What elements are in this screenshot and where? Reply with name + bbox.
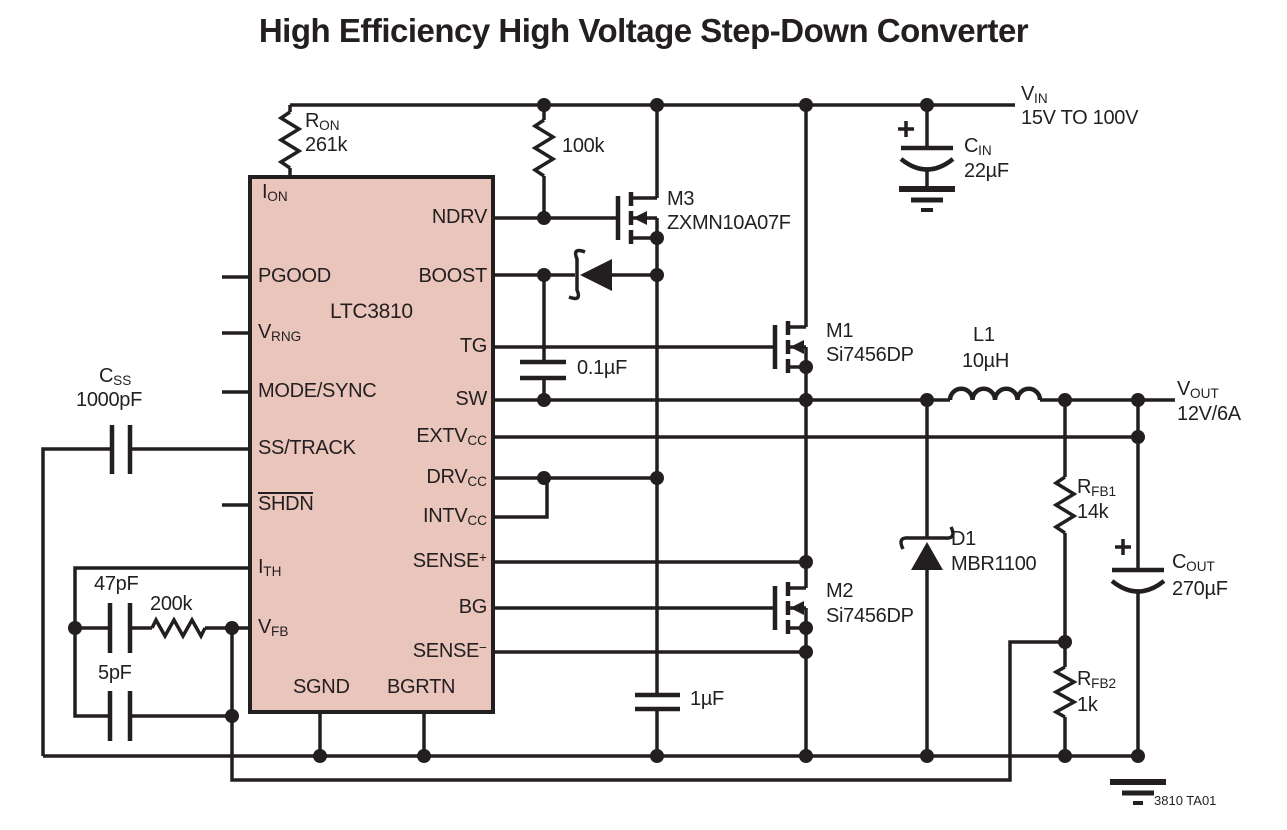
c5pf-value: 5pF <box>98 662 132 684</box>
cout-value: 270µF <box>1172 578 1228 600</box>
vout-rating: 12V/6A <box>1177 403 1241 425</box>
capacitor-css <box>109 425 133 474</box>
pin-bg: BG <box>458 596 488 618</box>
diode-d1 <box>899 526 955 570</box>
m2-part: Si7456DP <box>826 605 914 627</box>
c1uf-value: 1µF <box>690 688 724 710</box>
r200k-value: 200k <box>150 593 193 615</box>
pin-sense-plus: SENSE+ <box>412 549 487 572</box>
plus-sign-cout <box>1115 539 1131 555</box>
m3-part: ZXMN10A07F <box>667 212 791 234</box>
rfb2-label: RFB2 <box>1077 668 1117 691</box>
css-value: 1000pF <box>76 389 143 411</box>
vin-range: 15V TO 100V <box>1021 107 1139 129</box>
junction-dots <box>68 98 1145 763</box>
inductor-l1 <box>947 386 1043 401</box>
ic-name: LTC3810 <box>330 300 413 323</box>
pin-sw: SW <box>455 388 487 410</box>
d1-part: MBR1100 <box>951 553 1037 575</box>
capacitor-1uf <box>635 692 680 712</box>
capacitor-cout <box>1110 539 1166 594</box>
capacitor-cin <box>898 121 955 172</box>
schematic-title: High Efficiency High Voltage Step-Down C… <box>258 12 1029 49</box>
rfb1-value: 14k <box>1077 501 1109 523</box>
cboost-value: 0.1µF <box>577 357 628 379</box>
ground-symbol-cin <box>899 186 955 212</box>
pin-ion: ION <box>262 181 288 204</box>
diode-boost <box>568 248 612 301</box>
resistor-rfb1 <box>1052 475 1078 535</box>
m1-label: M1 <box>826 320 854 342</box>
l1-label: L1 <box>973 324 995 346</box>
intvcc-wire <box>493 478 549 519</box>
resistor-200k <box>150 616 207 640</box>
pin-drvcc: DRVCC <box>426 466 487 489</box>
pin-extvcc: EXTVCC <box>416 425 487 448</box>
pin-bgrtn: BGRTN <box>387 676 456 698</box>
pin-tg: TG <box>459 335 487 357</box>
ic-body <box>248 175 495 714</box>
pin-modesync: MODE/SYNC <box>258 380 377 402</box>
c47pf-value: 47pF <box>94 573 139 595</box>
ron-value: 261k <box>305 134 348 156</box>
pin-vrng: VRNG <box>258 321 302 344</box>
pin-sstrack: SS/TRACK <box>258 437 356 459</box>
cout-label: COUT <box>1172 551 1215 574</box>
pin-sgnd: SGND <box>293 676 350 698</box>
capacitor-47pf <box>107 603 133 653</box>
pin-sense-minus: SENSE− <box>412 639 487 662</box>
feedback-wire <box>230 628 1065 782</box>
rfb1-label: RFB1 <box>1077 476 1117 499</box>
pin-shdn: SHDN <box>258 492 314 515</box>
resistor-100k <box>531 118 557 178</box>
figure-note: 3810 TA01 <box>1154 793 1217 808</box>
m2-label: M2 <box>826 580 854 602</box>
l1-value: 10µH <box>962 350 1010 372</box>
pin-intvcc: INTVCC <box>423 505 487 528</box>
plus-sign-cin <box>898 121 914 137</box>
ground-symbol-output <box>1110 779 1166 805</box>
ron-label: RON <box>305 110 340 133</box>
pin-pgood: PGOOD <box>258 265 331 287</box>
r100k-value: 100k <box>562 135 605 157</box>
capacitor-cboost <box>520 359 566 381</box>
m1-part: Si7456DP <box>826 344 914 366</box>
resistor-ron <box>277 110 303 170</box>
pin-vfb: VFB <box>258 616 289 639</box>
capacitor-5pf <box>107 691 133 741</box>
cin-label: CIN <box>964 135 992 158</box>
m3-label: M3 <box>667 188 695 210</box>
resistor-rfb2 <box>1052 665 1078 719</box>
pin-boost: BOOST <box>418 265 487 287</box>
vin-label: VIN <box>1021 83 1048 106</box>
pin-ndrv: NDRV <box>431 206 487 228</box>
css-label: CSS <box>99 365 132 388</box>
vout-label: VOUT <box>1177 378 1219 401</box>
rfb2-value: 1k <box>1077 694 1098 716</box>
ith-wire <box>73 566 250 630</box>
d1-label: D1 <box>951 528 976 550</box>
cin-value: 22µF <box>964 160 1009 182</box>
pin-ith: ITH <box>258 556 282 579</box>
